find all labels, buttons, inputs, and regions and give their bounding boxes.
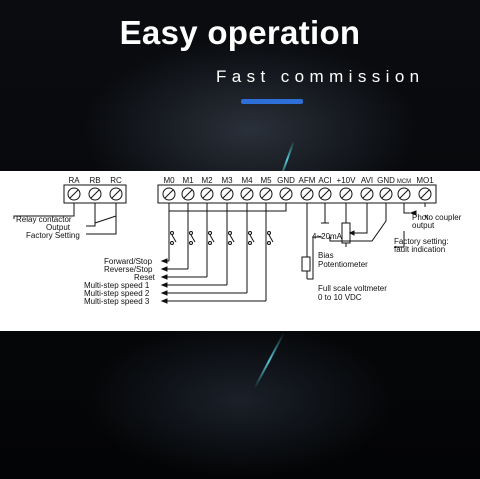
svg-text:+10V: +10V [337, 176, 357, 185]
terminal-label-ra: RA [68, 176, 80, 185]
analog-wiring [301, 203, 429, 280]
svg-text:AFM: AFM [299, 176, 316, 185]
fault-indication-label: fault indication [394, 245, 445, 254]
voltmeter-label: Full scale voltmeter [318, 284, 387, 293]
reverse-stop-label: Reverse/Stop [104, 265, 153, 274]
forward-stop-label: Forward/Stop [104, 257, 153, 266]
wiring-diagram-svg: RA RB RC Relay contactor Output Factory … [13, 176, 462, 306]
svg-text:GND: GND [377, 176, 395, 185]
svg-text:M4: M4 [241, 176, 253, 185]
relay-terminal-screws [67, 187, 123, 201]
relay-factory-setting-label: Factory Setting [26, 231, 80, 240]
control-terminal-screws [162, 187, 432, 201]
photo-coupler-output-label: output [412, 221, 435, 230]
factory-setting-label: Factory setting: [394, 237, 449, 246]
relay-output-label: Output [46, 223, 71, 232]
reset-label: Reset [134, 273, 156, 282]
relay-wiring [13, 203, 117, 235]
current-range-label: 4~20mA [312, 232, 343, 241]
terminal-label-rb: RB [89, 176, 100, 185]
svg-text:M0: M0 [163, 176, 175, 185]
input-leader-lines [160, 258, 266, 304]
svg-text:ACI: ACI [318, 176, 331, 185]
multi-step-speed-3-label: Multi-step speed 3 [84, 297, 150, 306]
photo-coupler-label: Photo coupler [412, 213, 462, 222]
relay-contactor-label: Relay contactor [16, 215, 72, 224]
wiring-diagram: RA RB RC Relay contactor Output Factory … [0, 171, 480, 331]
digital-input-wiring [168, 203, 287, 301]
input-switches [170, 231, 274, 245]
control-terminal-block [157, 184, 437, 204]
svg-text:M1: M1 [182, 176, 194, 185]
multi-step-speed-1-label: Multi-step speed 1 [84, 281, 150, 290]
multi-step-speed-2-label: Multi-step speed 2 [84, 289, 150, 298]
svg-text:M5: M5 [260, 176, 272, 185]
potentiometer-label: Potentiometer [318, 260, 368, 269]
svg-text:MCM: MCM [397, 179, 411, 185]
page-subtitle: Fast commission [216, 67, 425, 86]
accent-bar [241, 99, 303, 104]
bias-label: Bias [318, 251, 334, 260]
control-terminal-labels: M0 M1 M2 M3 M4 M5 GND AFM ACI +10V AVI G… [163, 176, 434, 185]
svg-text:MO1: MO1 [416, 176, 434, 185]
svg-text:M3: M3 [221, 176, 233, 185]
voltmeter-range-label: 0 to 10 VDC [318, 293, 362, 302]
svg-text:GND: GND [277, 176, 295, 185]
svg-text:AVI: AVI [361, 176, 373, 185]
terminal-label-rc: RC [110, 176, 122, 185]
page-title: Easy operation [119, 14, 361, 51]
svg-text:M2: M2 [201, 176, 213, 185]
